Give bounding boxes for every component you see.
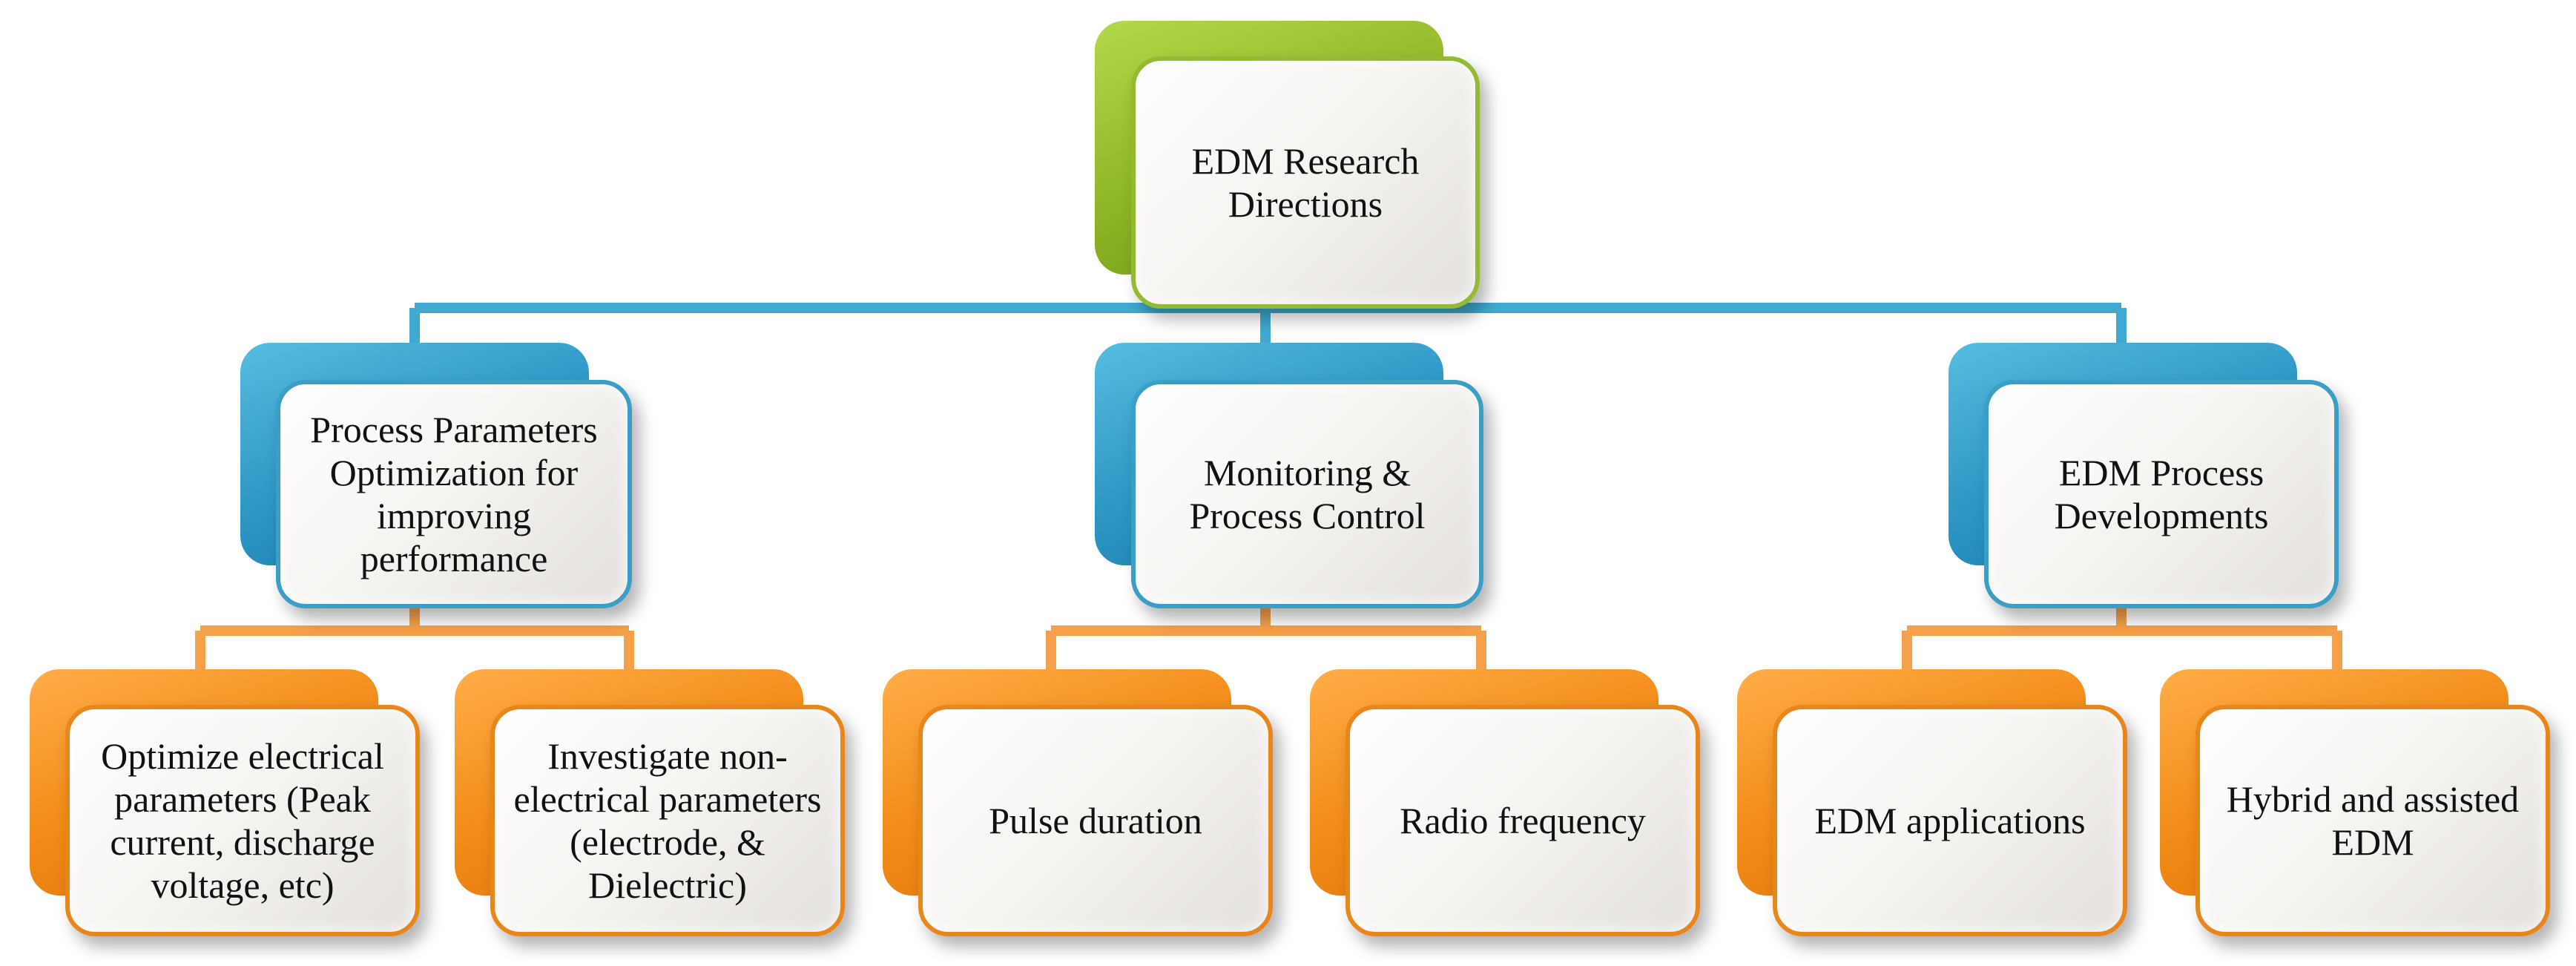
leaf-3-2-label: Hybrid and assisted EDM: [2226, 778, 2520, 863]
branch-2-label: Monitoring & Process Control: [1189, 452, 1426, 536]
branch-2-box: Monitoring & Process Control: [1131, 380, 1483, 608]
leaf-2-1-box: Pulse duration: [918, 705, 1273, 936]
leaf-1-1-label: Optimize electrical parameters (Peak cur…: [101, 735, 384, 906]
leaf-3-1-label: EDM applications: [1814, 800, 2086, 841]
branch-1-label: Process Parameters Optimization for impr…: [310, 409, 598, 579]
root-node-box: EDM Research Directions: [1131, 56, 1480, 309]
leaf-2-1-label: Pulse duration: [989, 800, 1202, 841]
leaf-3-1-box: EDM applications: [1773, 705, 2127, 936]
leaf-2-2-box: Radio frequency: [1345, 705, 1700, 936]
leaf-1-2-label: Investigate non-electrical parameters (e…: [513, 735, 822, 906]
leaf-1-1-box: Optimize electrical parameters (Peak cur…: [65, 705, 420, 936]
branch-1-box: Process Parameters Optimization for impr…: [276, 380, 632, 608]
branch-3-label: EDM Process Developments: [2054, 452, 2269, 536]
branch-3-box: EDM Process Developments: [1984, 380, 2339, 608]
leaf-1-2-box: Investigate non-electrical parameters (e…: [490, 705, 845, 936]
leaf-3-2-box: Hybrid and assisted EDM: [2195, 705, 2550, 936]
leaf-2-2-label: Radio frequency: [1400, 800, 1646, 841]
root-node-label: EDM Research Directions: [1191, 140, 1420, 225]
